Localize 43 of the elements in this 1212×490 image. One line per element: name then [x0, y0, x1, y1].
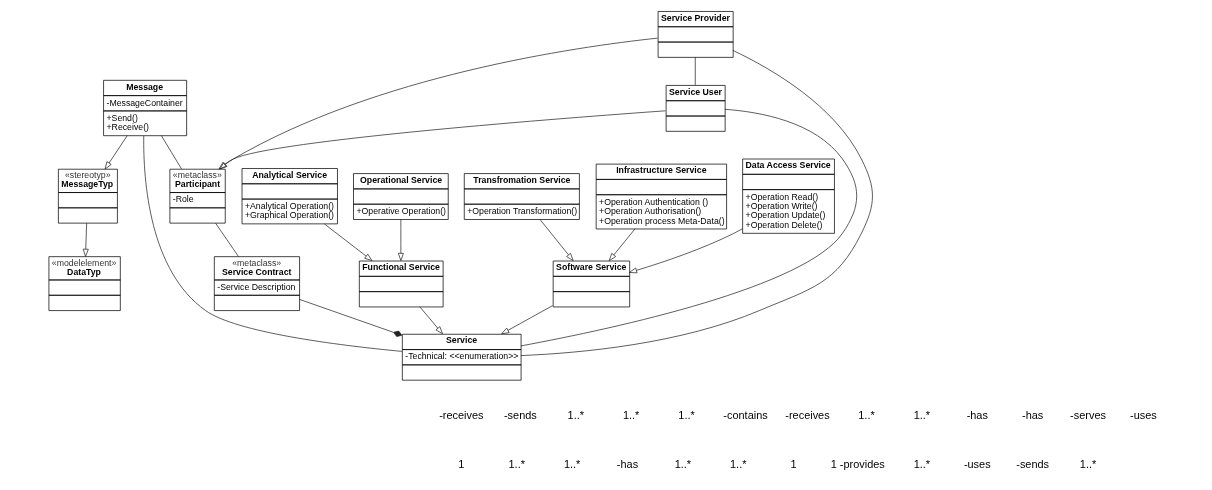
label: 1..* [858, 408, 875, 421]
label: 1 [458, 458, 465, 471]
label: -uses [1130, 408, 1157, 421]
arrow [539, 218, 574, 261]
label: 1..* [622, 408, 640, 421]
connector [161, 135, 182, 170]
connector [143, 135, 403, 352]
connector [215, 222, 239, 257]
arrow [324, 223, 373, 261]
label: -has [616, 458, 639, 471]
arrow [82, 222, 89, 257]
arrow [104, 135, 128, 170]
label: 1 [790, 458, 797, 471]
arrow [218, 110, 666, 170]
label: -contains [723, 408, 768, 421]
label: -sends [503, 408, 537, 421]
arrow [419, 306, 443, 335]
arrow [629, 228, 743, 274]
label: 1..* [674, 458, 692, 471]
arrow [608, 228, 636, 261]
label: 1..* [678, 408, 695, 421]
arrow [397, 218, 404, 261]
label: 1..* [913, 408, 931, 421]
label: 1..* [730, 458, 747, 471]
label: -receives [439, 408, 484, 421]
connector [694, 56, 696, 86]
label: -has [966, 408, 988, 421]
connector [298, 298, 403, 337]
label: 1 -provides [830, 458, 885, 471]
label: -sends [1016, 458, 1050, 471]
arrow [501, 305, 553, 335]
label: 1..* [563, 458, 581, 471]
label: -receives [785, 408, 830, 421]
label: 1..* [508, 458, 525, 471]
label: 1..* [913, 458, 931, 471]
connector [520, 108, 858, 347]
label: 1..* [567, 408, 584, 421]
connector [520, 50, 873, 356]
label: 1..* [1079, 458, 1097, 471]
label: -serves [1070, 408, 1106, 421]
arrow [219, 37, 659, 170]
label: -has [1022, 408, 1044, 421]
label: -uses [963, 458, 991, 471]
